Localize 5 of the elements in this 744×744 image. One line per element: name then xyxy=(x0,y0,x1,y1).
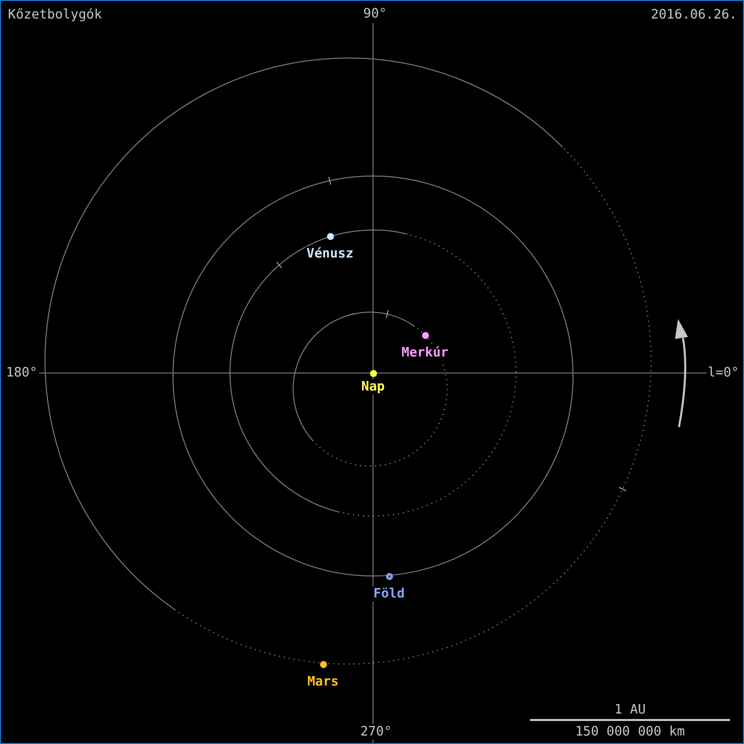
angle-label: 270° xyxy=(359,724,393,740)
planet-label: Föld xyxy=(372,586,406,602)
planet-label: Merkúr xyxy=(400,346,450,360)
diagram-title: Kőzetbolygók xyxy=(7,8,103,22)
sun-label: Nap xyxy=(360,380,386,394)
